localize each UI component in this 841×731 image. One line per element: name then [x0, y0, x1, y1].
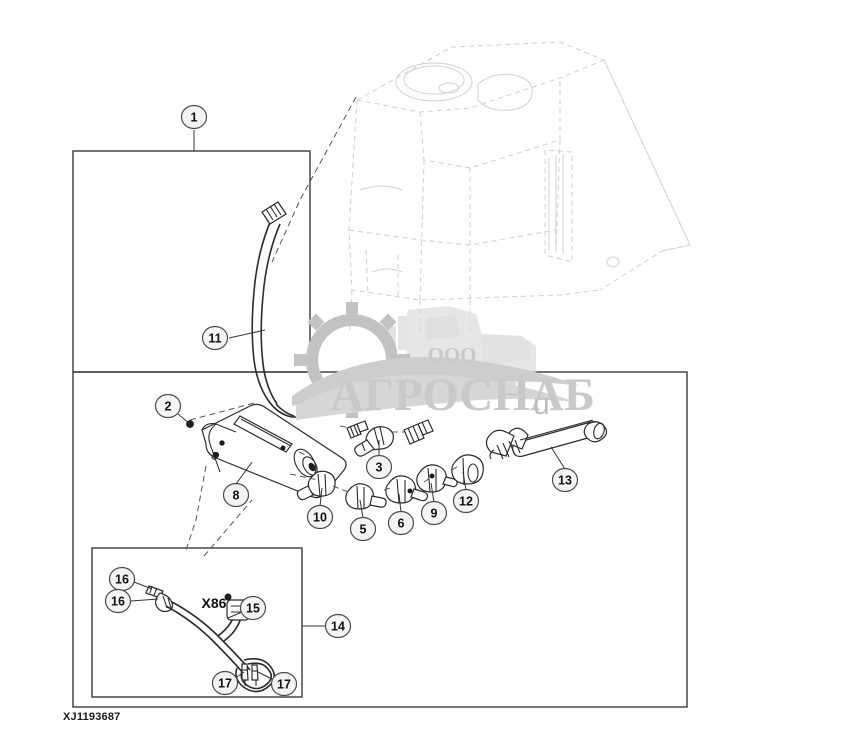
callout-leader-17	[257, 671, 275, 681]
callout-number: 17	[218, 677, 232, 691]
callout-circle	[104, 588, 132, 614]
callout-circle	[365, 454, 393, 480]
callout-bubble-8[interactable]: 8	[222, 482, 250, 508]
callout-leader-11	[228, 329, 266, 339]
callout-number: 14	[331, 620, 345, 634]
callout-number: 5	[360, 523, 367, 537]
callout-number: 9	[431, 507, 438, 521]
callout-bubble-10[interactable]: 10	[306, 504, 334, 530]
callout-bubble-14[interactable]: 14	[324, 613, 352, 639]
callout-bubble-1[interactable]: 1	[180, 104, 208, 130]
part-10-connector-fitting	[296, 470, 336, 501]
callout-leader-2	[177, 413, 191, 425]
part-9-union-fitting	[416, 464, 458, 493]
callout-number: 17	[277, 678, 291, 692]
callout-number: 1	[191, 111, 198, 125]
callout-circle	[324, 613, 352, 639]
callout-bubble-3[interactable]: 3	[365, 454, 393, 480]
drawing-part-number: XJ1193687	[63, 711, 121, 723]
machine-housing-phantom-outline	[348, 41, 691, 335]
callout-number: 6	[398, 517, 405, 531]
callout-leader-9	[430, 482, 435, 503]
callout-leader-5	[359, 499, 364, 519]
callout-number: 15	[246, 602, 260, 616]
callout-number: 16	[115, 573, 129, 587]
callout-circle	[349, 516, 377, 542]
callout-circle	[270, 671, 298, 697]
callout-circle	[201, 325, 229, 351]
callout-leader-16	[130, 598, 159, 602]
callout-bubble-16[interactable]: 16	[108, 566, 136, 592]
callout-circle	[420, 500, 448, 526]
fitting-upper-left	[346, 420, 369, 439]
callout-bubble-17[interactable]: 17	[211, 670, 239, 696]
callout-number: 12	[459, 495, 473, 509]
callout-bubble-5[interactable]: 5	[349, 516, 377, 542]
callout-number: 3	[376, 461, 383, 475]
fitting-upper-right	[403, 419, 434, 445]
callout-circle	[306, 504, 334, 530]
callout-leader-12	[462, 471, 467, 491]
callout-leader-16	[133, 581, 153, 590]
connector-label-x86: X86	[202, 595, 227, 611]
part-3-elbow-fitting	[354, 426, 394, 457]
callout-bubble-9[interactable]: 9	[420, 500, 448, 526]
callout-number: 2	[165, 400, 172, 414]
callout-leader-8	[235, 461, 253, 485]
callout-number: 11	[208, 332, 221, 346]
callout-number: 16	[111, 595, 125, 609]
callout-bubble-15[interactable]: 15	[239, 595, 267, 621]
callout-bubble-17[interactable]: 17	[270, 671, 298, 697]
callout-bubble-16[interactable]: 16	[104, 588, 132, 614]
callout-leader-6	[398, 493, 402, 513]
callout-circle	[211, 670, 239, 696]
callout-leader-13	[550, 446, 566, 470]
callout-circle	[222, 482, 250, 508]
part-12-cap-fitting	[451, 454, 484, 486]
callout-number: 10	[313, 511, 327, 525]
part-13-hydraulic-hose-short	[485, 419, 608, 460]
assembly-reference-lines	[185, 96, 459, 557]
upper-group-box	[72, 150, 311, 373]
callout-leader-10	[319, 487, 323, 507]
callout-leader-15	[227, 611, 243, 619]
callout-bubble-13[interactable]: 13	[551, 467, 579, 493]
callout-circle	[154, 393, 182, 419]
callout-number: 13	[558, 474, 572, 488]
harness-group-box	[91, 547, 303, 698]
part-11-hydraulic-hose-long	[251, 201, 307, 418]
callout-bubble-11[interactable]: 11	[201, 325, 229, 351]
callout-circle	[239, 595, 267, 621]
callout-circle	[452, 488, 480, 514]
callout-bubble-12[interactable]: 12	[452, 488, 480, 514]
callout-bubble-2[interactable]: 2	[154, 393, 182, 419]
callout-circle	[551, 467, 579, 493]
part-5-adapter-fitting	[345, 483, 387, 510]
callout-circle	[387, 510, 415, 536]
callout-circle	[180, 104, 208, 130]
part-6-tee-fitting	[385, 475, 429, 504]
callout-bubble-6[interactable]: 6	[387, 510, 415, 536]
callout-number: 8	[233, 489, 240, 503]
